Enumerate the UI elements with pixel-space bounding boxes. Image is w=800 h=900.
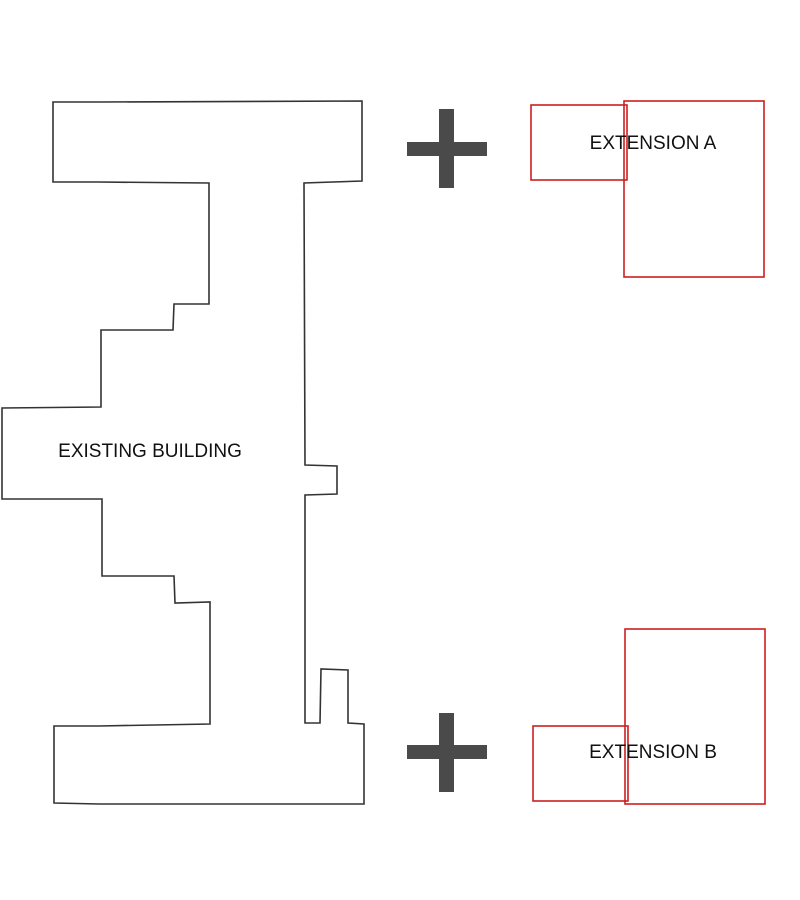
extension-b-large-block xyxy=(624,628,766,805)
extension-a-label: EXTENSION A xyxy=(590,133,717,154)
existing-building-outline xyxy=(1,100,365,805)
extension-a-small-block xyxy=(530,104,628,181)
extension-b-small-block xyxy=(532,725,629,802)
extension-a xyxy=(530,100,765,278)
existing-building-label: EXISTING BUILDING xyxy=(58,441,242,462)
existing-building: EXISTING BUILDING xyxy=(1,100,365,805)
extension-b xyxy=(532,628,766,805)
plus-icon-b xyxy=(407,713,487,792)
plus-icon-a xyxy=(407,109,487,188)
extension-a-large-block xyxy=(623,100,765,278)
extension-b-label: EXTENSION B xyxy=(589,742,717,763)
